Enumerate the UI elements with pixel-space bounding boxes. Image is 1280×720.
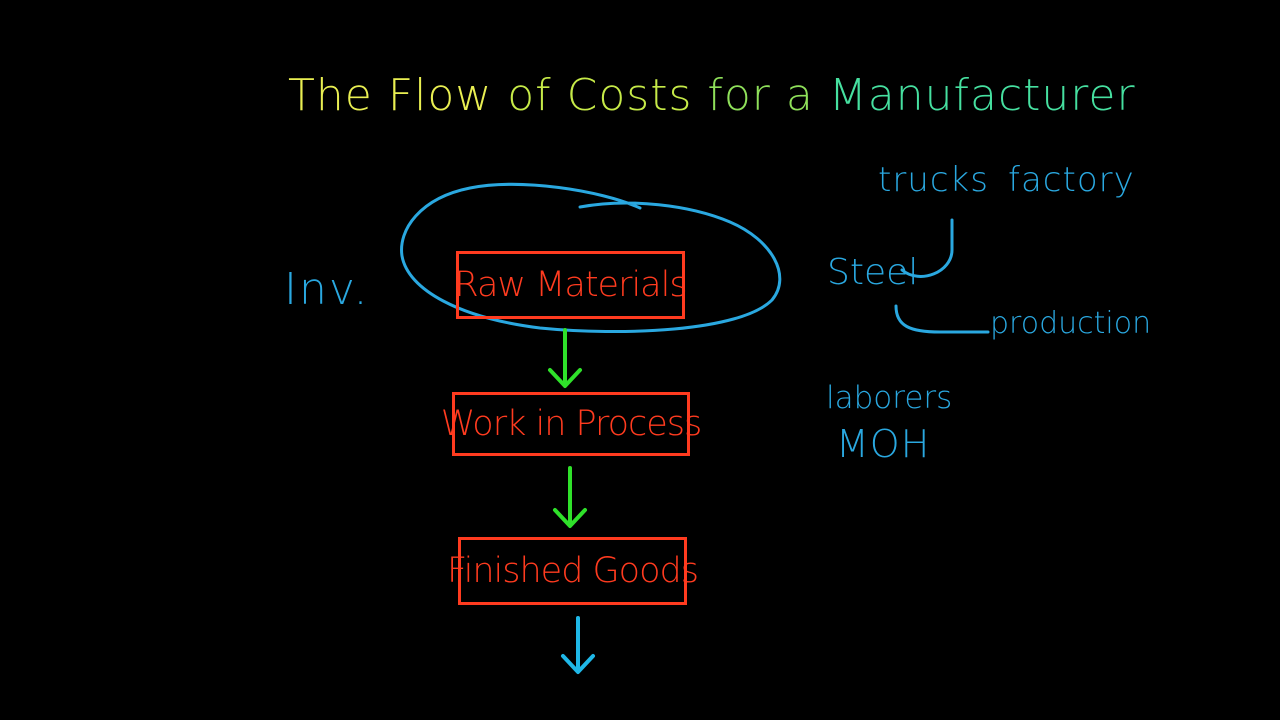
connector-steel-to-production: [894, 304, 990, 334]
note-trucks: trucks: [878, 160, 989, 200]
raw-materials-label: Raw Materials: [454, 265, 687, 305]
title-part-4: Manufacturer: [813, 70, 1136, 121]
diagram-title: The Flow of Costs for a Manufacturer: [288, 70, 1136, 121]
title-part-2: of Costs: [492, 70, 693, 121]
note-laborers: laborers: [826, 380, 953, 416]
arrow-raw-to-wip: [548, 328, 582, 388]
finished-goods-label: Finished Goods: [447, 551, 699, 591]
work-in-process-box: Work in Process: [441, 392, 702, 456]
raw-materials-box: Raw Materials: [454, 251, 688, 319]
arrow-fg-out: [561, 616, 595, 674]
note-factory: factory: [1008, 160, 1135, 200]
finished-goods-box: Finished Goods: [447, 537, 699, 605]
note-moh: MOH: [836, 422, 931, 466]
note-production: production: [990, 306, 1152, 341]
note-steel: Steel: [827, 252, 919, 293]
arrow-wip-to-fg: [553, 466, 587, 528]
note-inventory: Inv.: [284, 264, 370, 315]
title-part-3: for a: [692, 70, 814, 121]
work-in-process-label: Work in Process: [440, 404, 703, 444]
title-part-1: The Flow: [288, 70, 493, 121]
